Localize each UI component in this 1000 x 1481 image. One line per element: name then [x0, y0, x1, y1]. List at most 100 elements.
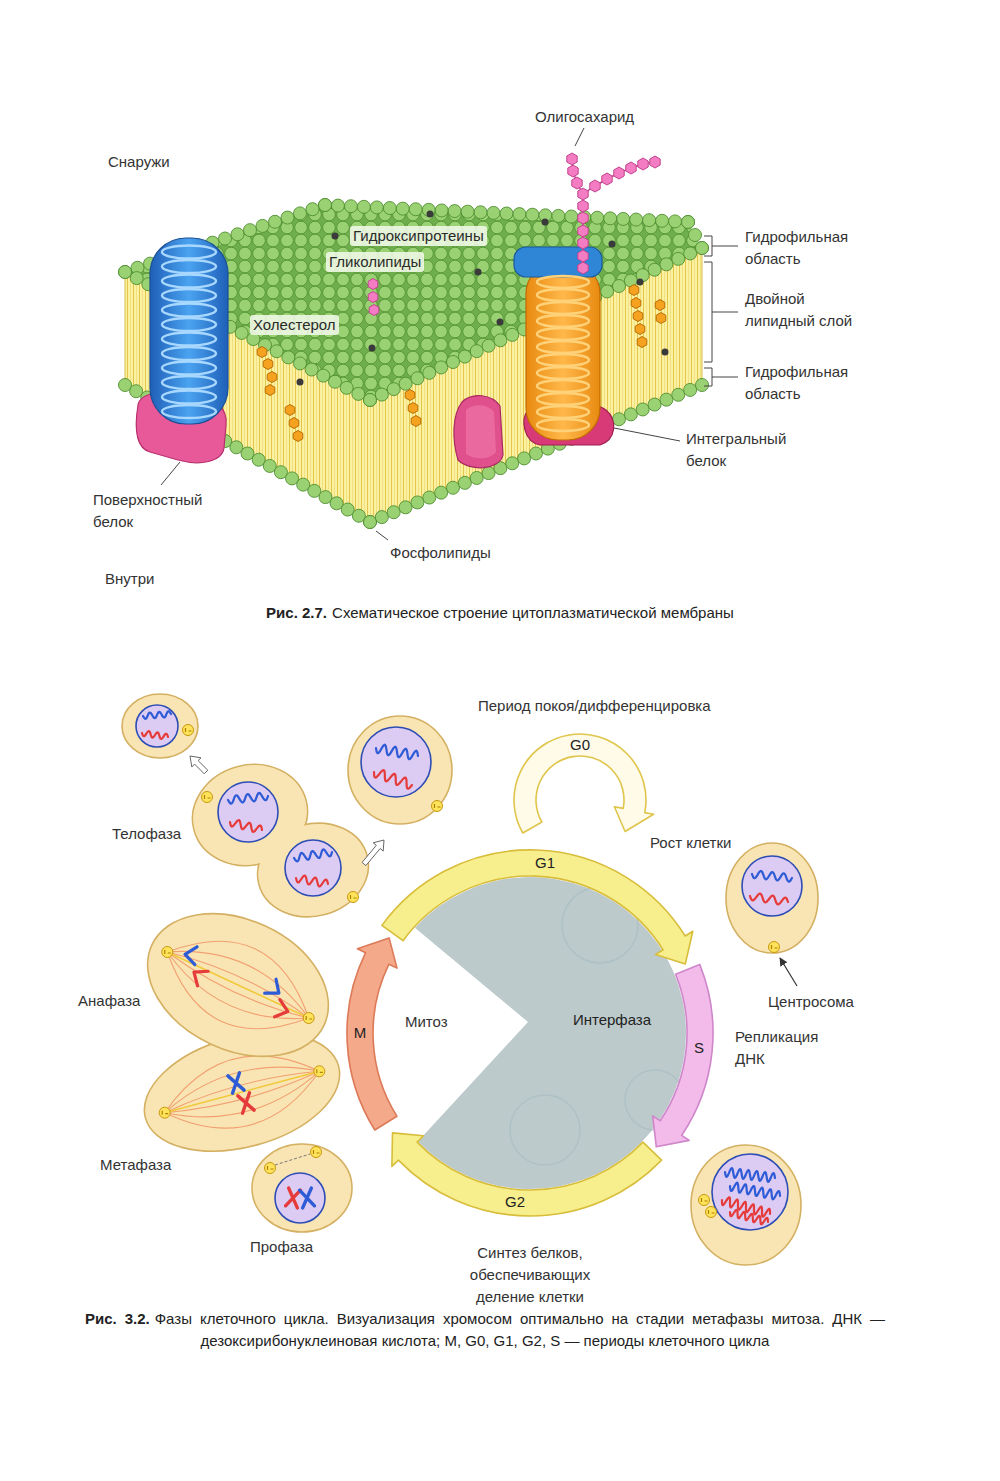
sugar-unit — [567, 153, 577, 165]
phospholipid-head — [399, 377, 412, 390]
cell-membrane — [125, 205, 702, 522]
node-text: G0 — [570, 736, 590, 754]
phospholipid-head — [352, 387, 365, 400]
phospholipid-head — [552, 209, 565, 222]
glycolipid — [369, 305, 379, 316]
centriole — [435, 804, 441, 808]
phospholipid-head — [423, 366, 436, 379]
phospholipid-head — [411, 372, 424, 385]
phospholipid-head — [317, 369, 330, 382]
bracket — [704, 236, 738, 256]
phospholipid-head — [256, 219, 269, 232]
phospholipid-head — [340, 381, 353, 394]
phospholipid-head — [660, 258, 673, 271]
direction-arrow — [362, 840, 384, 866]
phospholipid-head — [682, 216, 695, 229]
cholesterol — [285, 405, 295, 416]
sugar-unit — [638, 158, 648, 170]
glycolipid — [368, 279, 378, 290]
cholesterol — [263, 359, 273, 370]
phospholipid-head — [219, 232, 232, 245]
phospholipid-head — [411, 496, 424, 509]
cell-nucleus — [136, 705, 178, 747]
text-label: Интегральный белок — [686, 428, 806, 472]
phospholipid-head — [244, 224, 257, 237]
spindle-axis — [167, 952, 308, 1018]
phospholipid-head — [500, 207, 513, 220]
text-label: Рост клетки — [650, 832, 731, 854]
phospholipid-head — [364, 516, 377, 529]
pointer-arrow — [780, 958, 797, 986]
bracket — [704, 262, 738, 362]
lipid-dot — [497, 319, 504, 326]
phospholipid-head — [643, 214, 656, 227]
text-label: Репликация ДНК — [735, 1026, 835, 1070]
sugar-unit — [578, 200, 588, 212]
phospholipid-head — [530, 447, 543, 460]
centrosome — [769, 942, 780, 953]
chromatin — [750, 894, 788, 905]
protein-coil — [537, 354, 589, 366]
figure-number: Рис. 3.2. — [85, 1310, 150, 1327]
phase-arrow: G1 — [531, 853, 559, 873]
protein-coil — [162, 304, 216, 317]
cycle-arrow — [653, 964, 713, 1146]
figure-number: Рис. 2.7. — [266, 604, 327, 621]
phospholipid-head — [448, 205, 461, 218]
leader-line — [575, 128, 584, 146]
cholesterol — [257, 347, 267, 358]
cholesterol — [635, 324, 645, 335]
cholesterol — [629, 285, 639, 296]
phospholipid-head — [660, 393, 673, 406]
centrosome — [183, 725, 194, 736]
phospholipid-head — [294, 207, 307, 220]
cycle-arrow — [382, 850, 693, 964]
sugar-unit — [602, 173, 612, 185]
protein-coil — [162, 246, 589, 432]
chromatin — [228, 793, 268, 804]
phospholipid-head — [482, 339, 495, 352]
cholesterol — [411, 416, 421, 427]
chromatin — [730, 1210, 768, 1224]
phospholipid-head — [696, 379, 709, 392]
phospholipid-head — [578, 211, 591, 224]
integral-protein — [526, 262, 600, 440]
lipid-dot — [637, 279, 644, 286]
phospholipid-head — [624, 408, 637, 421]
centriole — [772, 945, 778, 949]
lipid-dot — [369, 345, 376, 352]
spindle-fiber — [167, 952, 308, 1018]
lipid-dot — [297, 379, 304, 386]
phospholipid-head — [375, 388, 388, 401]
direction-arrow — [190, 756, 208, 774]
cell-nucleus — [712, 1154, 788, 1230]
phospholipid-head — [617, 212, 630, 225]
part-label: Гликолипиды — [326, 252, 424, 272]
text-label: Период покоя/дифференцировка — [478, 695, 711, 717]
protein-coil — [537, 380, 589, 392]
caption-text: Фазы клеточного цикла. Визуализация хром… — [155, 1310, 885, 1349]
centrosome — [303, 1013, 314, 1024]
cell-body — [252, 1144, 352, 1232]
centriole — [314, 1150, 320, 1154]
lipid-dot — [475, 269, 482, 276]
lipid-dot — [609, 241, 616, 248]
phospholipid-head — [306, 203, 319, 216]
cholesterol — [408, 403, 418, 414]
spindle-fiber — [165, 1071, 320, 1112]
surface-protein — [454, 396, 503, 468]
phospholipid-head — [423, 491, 436, 504]
phospholipid-head — [130, 272, 143, 285]
phospholipid-head — [305, 363, 318, 376]
protein-coil — [162, 333, 216, 346]
phospholipid-head — [435, 204, 448, 217]
cholesterol — [267, 372, 277, 383]
phospholipid-head — [375, 511, 388, 524]
phospholipid-head — [613, 413, 626, 426]
phospholipid-head — [682, 216, 695, 229]
chromosome — [184, 945, 197, 964]
sugar-unit — [614, 167, 624, 179]
leader-line — [614, 428, 680, 441]
text-label: Фосфолипиды — [390, 542, 491, 564]
